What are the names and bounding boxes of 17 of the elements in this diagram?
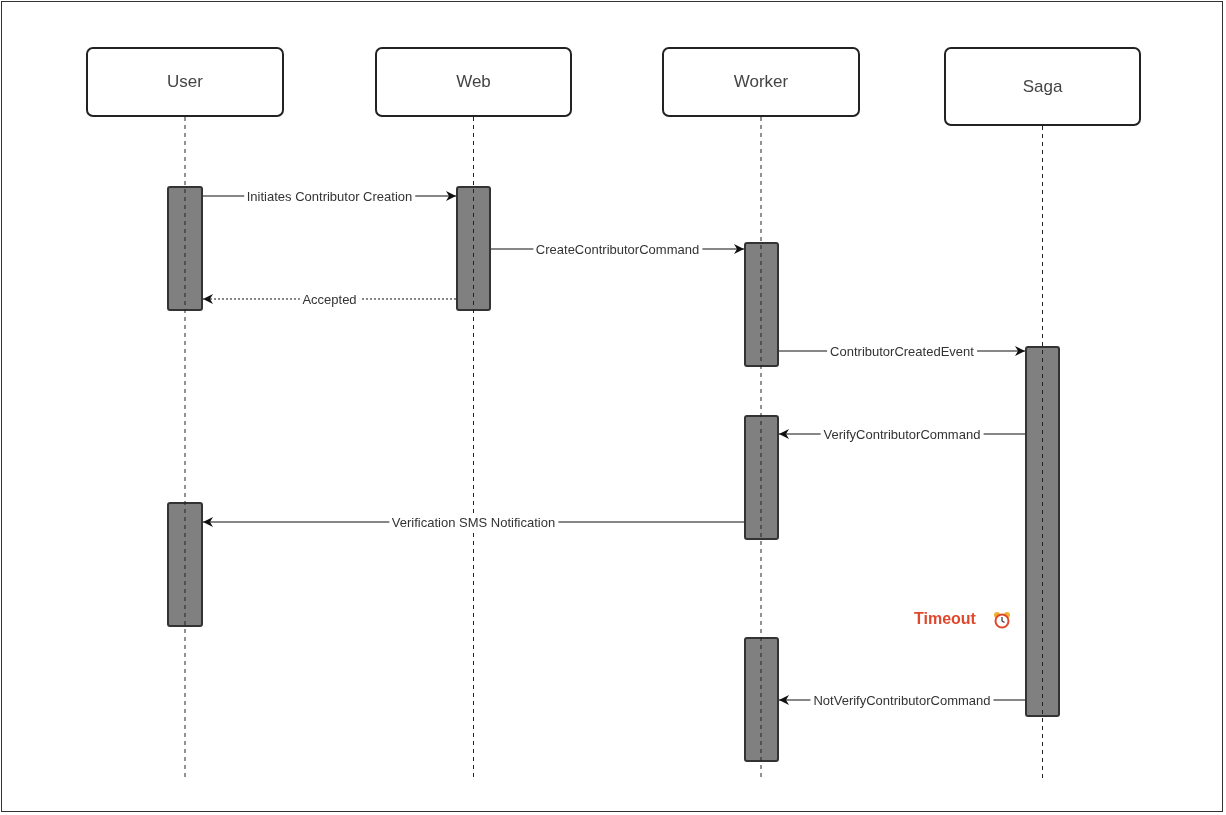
participant-box: [662, 47, 860, 117]
activation-bar: [744, 415, 779, 540]
edge-label: Verification SMS Notification: [388, 514, 559, 530]
participant-name: Worker: [733, 72, 789, 92]
activation-bar: [744, 242, 779, 367]
timeout-note: Timeout: [914, 610, 976, 628]
participant-box: [944, 47, 1141, 126]
participant-name: Web: [456, 72, 491, 92]
activation-bar: [167, 502, 203, 627]
participant-box: [375, 47, 572, 117]
participant-name: User: [167, 72, 203, 92]
participant-box: [86, 47, 284, 117]
activation-bar: [456, 186, 491, 311]
activation-bar: [744, 637, 779, 762]
participant-name: Saga: [1022, 76, 1063, 97]
activation-bar: [1025, 346, 1060, 717]
activation-bar: [167, 186, 203, 311]
